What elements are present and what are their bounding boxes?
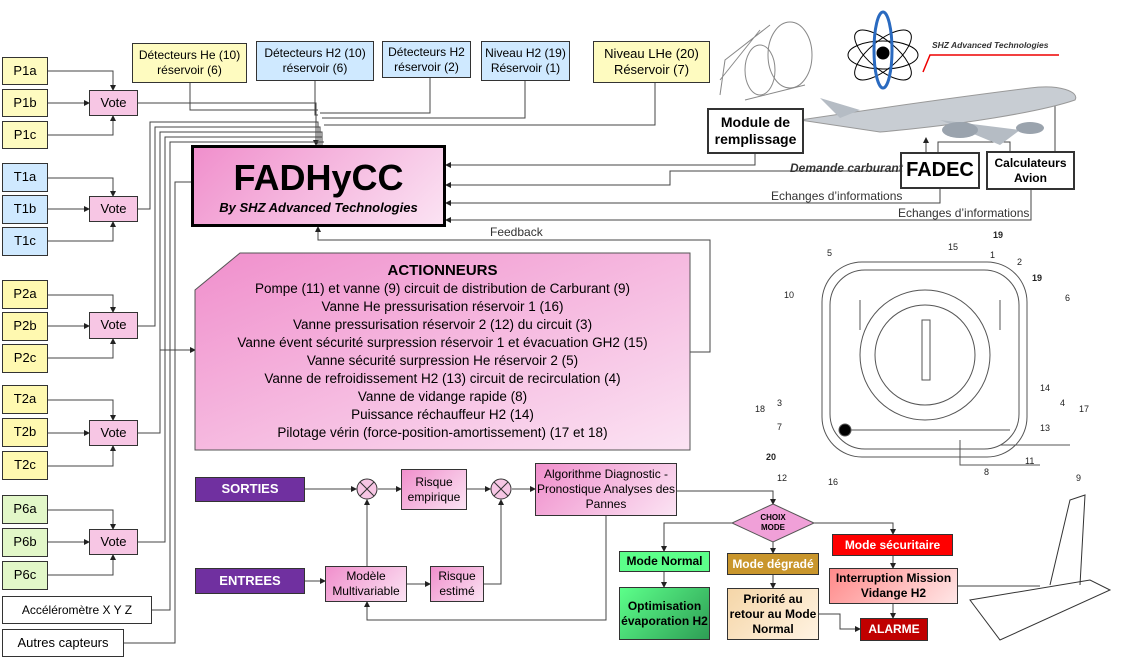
tank-technical-drawing bbox=[821, 261, 1070, 466]
sensor-p2c: P2c bbox=[2, 344, 48, 373]
drawing-label: 14 bbox=[1040, 383, 1051, 393]
priorite-retour: Priorité au retour au Mode Normal bbox=[727, 588, 819, 640]
optimisation-evaporation: Optimisation évaporation H2 bbox=[619, 587, 710, 640]
detecteurs-h2-reservoir-6: Détecteurs H2 (10) réservoir (6) bbox=[256, 41, 374, 81]
actionneur-item: Vanne pressurisation réservoir 2 (12) du… bbox=[292, 317, 593, 332]
module-remplissage: Module de remplissage bbox=[707, 108, 804, 154]
drawing-label: 4 bbox=[1060, 398, 1066, 408]
sensor-t1b: T1b bbox=[2, 195, 48, 224]
echanges-label-1: Echanges d’informations bbox=[771, 189, 903, 203]
logo-text: SHZ Advanced Technologies bbox=[932, 40, 1049, 50]
sensor-p1c: P1c bbox=[2, 121, 48, 149]
fadhycc-subtitle: By SHZ Advanced Technologies bbox=[219, 200, 418, 216]
sensor-p6b: P6b bbox=[2, 528, 48, 557]
actionneur-item: Vanne de vidange rapide (8) bbox=[357, 389, 528, 404]
actionneur-item: Pompe (11) et vanne (9) circuit de distr… bbox=[255, 281, 630, 296]
multiply-node bbox=[356, 478, 512, 500]
risque-estime: Risque estimé bbox=[430, 566, 484, 602]
drawing-label: 8 bbox=[984, 467, 990, 477]
vote-t2: Vote bbox=[89, 420, 138, 446]
vote-t1: Vote bbox=[89, 196, 138, 222]
actionneurs-list: ACTIONNEURS Pompe (11) et vanne (9) circ… bbox=[195, 262, 690, 442]
actionneurs-shape bbox=[194, 252, 691, 451]
actionneur-item: Vanne évent sécurité surpression réservo… bbox=[237, 335, 648, 350]
vote-p6: Vote bbox=[89, 529, 138, 555]
drawing-label: 18 bbox=[755, 404, 766, 414]
actionneurs-title: ACTIONNEURS bbox=[387, 262, 498, 279]
actionneur-item: Puissance réchauffeur H2 (14) bbox=[351, 407, 534, 422]
niveau-h2: Niveau H2 (19) Réservoir (1) bbox=[481, 41, 570, 81]
drawing-label: 17 bbox=[1079, 404, 1090, 414]
calculateurs-avion: Calculateurs Avion bbox=[986, 151, 1075, 190]
modele-multivariable: Modèle Multivariable bbox=[325, 566, 407, 602]
vote-p2: Vote bbox=[89, 312, 138, 339]
sensor-t1c: T1c bbox=[2, 227, 48, 256]
drawing-label: 19 bbox=[1032, 273, 1043, 283]
mode-securitaire: Mode sécuritaire bbox=[832, 534, 953, 556]
alarme-box: ALARME bbox=[860, 618, 928, 641]
mode-normal: Mode Normal bbox=[619, 551, 710, 572]
sensor-p2b: P2b bbox=[2, 312, 48, 341]
actionneur-item: Vanne sécurité surpression He réservoir … bbox=[306, 353, 579, 368]
sensor-p1b: P1b bbox=[2, 89, 48, 117]
drawing-label: 6 bbox=[1065, 293, 1071, 303]
sensor-others: Autres capteurs bbox=[2, 629, 124, 657]
choix-mode-diamond bbox=[730, 503, 816, 543]
drawing-label: 16 bbox=[828, 477, 839, 487]
missile-illustration bbox=[969, 494, 1112, 641]
drawing-label: 2 bbox=[1017, 257, 1023, 267]
drawing-label: 10 bbox=[784, 290, 795, 300]
fadec-box: FADEC bbox=[900, 152, 980, 189]
drawing-label: 12 bbox=[777, 473, 788, 483]
mode-degrade: Mode dégradé bbox=[727, 553, 819, 575]
risque-empirique: Risque empirique bbox=[401, 469, 467, 510]
fadhycc-box: FADHyCC By SHZ Advanced Technologies bbox=[191, 145, 446, 227]
algorithme-box: Algorithme Diagnostic - Pronostique Anal… bbox=[535, 463, 677, 516]
drawing-label: 1 bbox=[990, 250, 996, 260]
drawing-label: 9 bbox=[1076, 473, 1082, 483]
detecteurs-h2-reservoir-2: Détecteurs H2 réservoir (2) bbox=[382, 41, 471, 78]
company-logo bbox=[847, 10, 1059, 90]
choix-mode-label: CHOIX MODE bbox=[760, 513, 786, 532]
actionneur-item: Vanne He pressurisation réservoir 1 (16) bbox=[321, 299, 564, 314]
interruption-mission: Interruption Mission Vidange H2 bbox=[829, 568, 958, 604]
echanges-label-2: Echanges d’informations bbox=[898, 206, 1030, 220]
actionneur-item: Vanne de refroidissement H2 (13) circuit… bbox=[264, 371, 621, 386]
niveau-lhe: Niveau LHe (20) Réservoir (7) bbox=[593, 41, 710, 83]
fadhycc-title: FADHyCC bbox=[233, 157, 404, 199]
sensor-p2a: P2a bbox=[2, 280, 48, 309]
drawing-label: 19 bbox=[993, 230, 1004, 240]
drawing-label: 7 bbox=[777, 422, 783, 432]
sensor-t2c: T2c bbox=[2, 451, 48, 480]
drawing-label: 15 bbox=[948, 242, 959, 252]
vote-p1: Vote bbox=[89, 90, 138, 116]
drawing-label: 20 bbox=[766, 452, 777, 462]
drawing-label: 13 bbox=[1040, 423, 1051, 433]
sensor-p1a: P1a bbox=[2, 57, 48, 85]
sensor-p6c: P6c bbox=[2, 561, 48, 590]
sensor-p6a: P6a bbox=[2, 495, 48, 524]
demande-carburant-label: Demande carburant bbox=[790, 161, 903, 175]
drawing-label: 11 bbox=[1025, 456, 1035, 466]
drawing-label: 3 bbox=[777, 398, 783, 408]
entrees-box: ENTREES bbox=[195, 568, 305, 594]
sensor-t2b: T2b bbox=[2, 418, 48, 447]
feedback-label: Feedback bbox=[490, 225, 543, 239]
sensor-accelerometer: Accéléromètre X Y Z bbox=[2, 596, 152, 624]
sorties-box: SORTIES bbox=[195, 477, 305, 502]
sensor-t2a: T2a bbox=[2, 385, 48, 414]
drawing-label: 5 bbox=[827, 248, 833, 258]
engine-illustration bbox=[719, 21, 813, 101]
detecteurs-he: Détecteurs He (10) réservoir (6) bbox=[132, 43, 247, 83]
sensor-t1a: T1a bbox=[2, 163, 48, 192]
actionneur-item: Pilotage vérin (force-position-amortisse… bbox=[277, 425, 608, 440]
airplane-illustration bbox=[799, 86, 1077, 145]
